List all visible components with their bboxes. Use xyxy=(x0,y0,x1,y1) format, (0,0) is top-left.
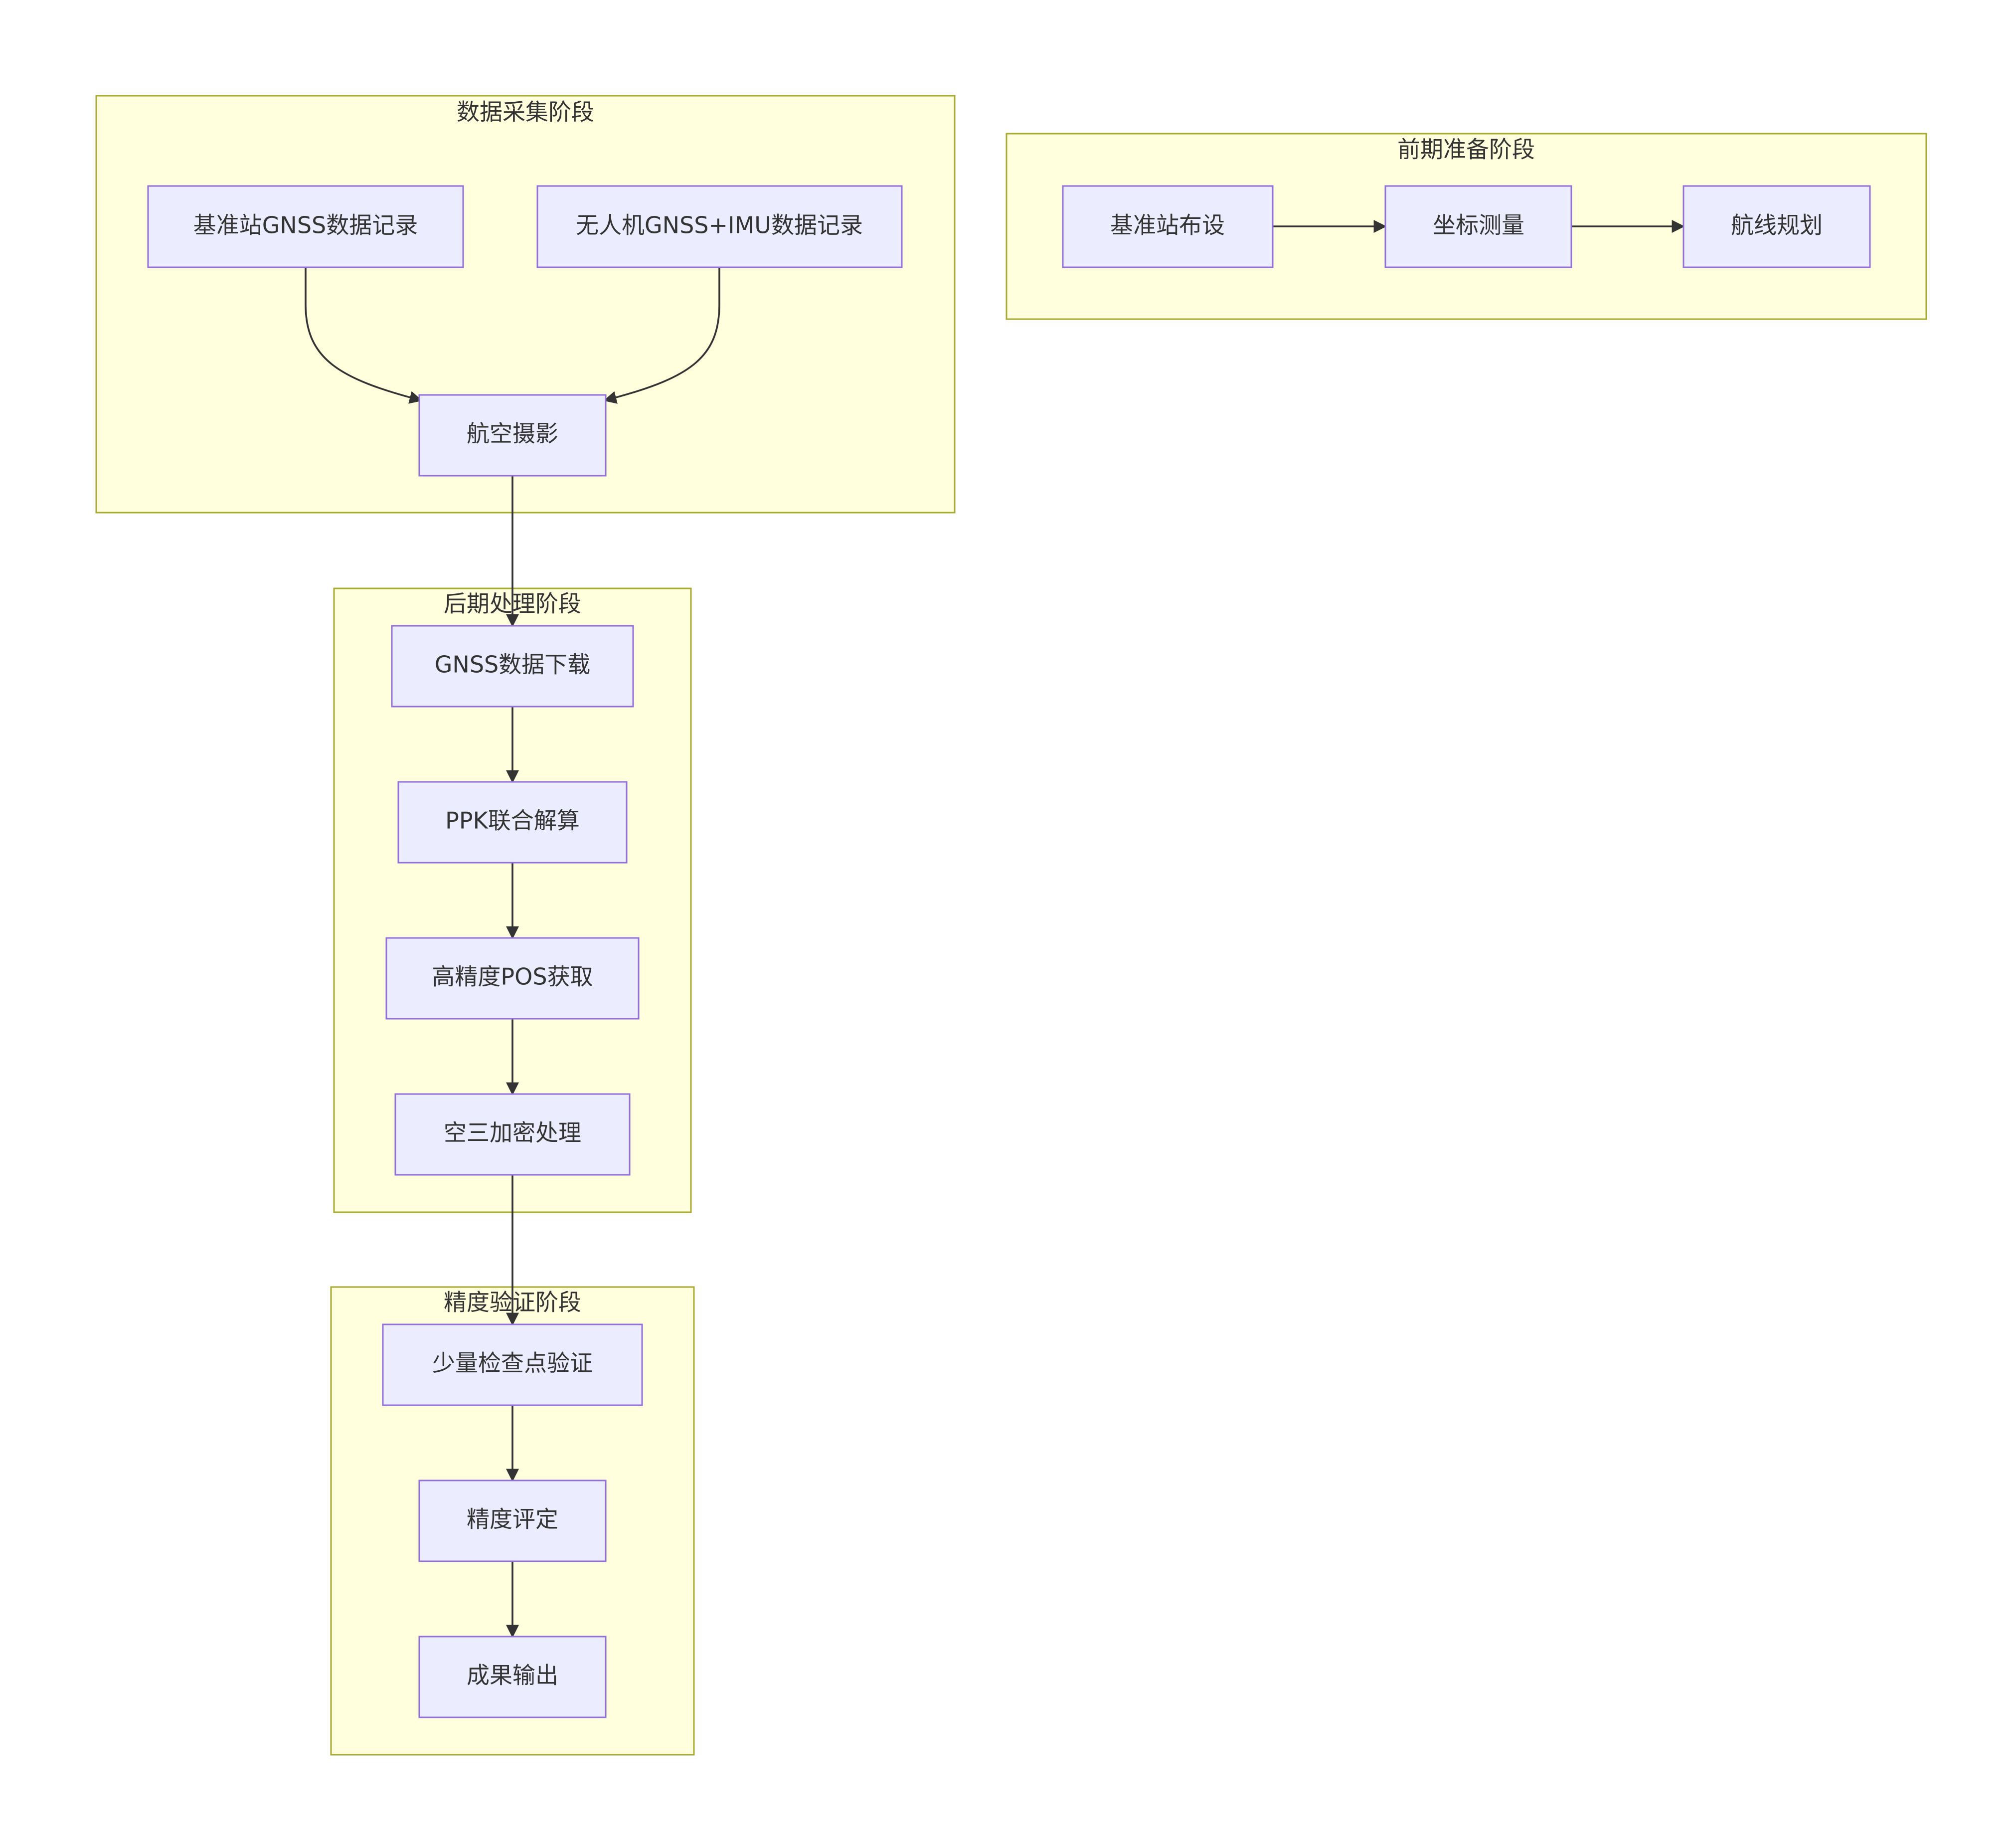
cluster-data-collection-title: 数据采集阶段 xyxy=(457,99,594,126)
node-high-precision-pos[interactable]: 高精度POS获取 xyxy=(385,937,640,1020)
node-aerial-triangulation[interactable]: 空三加密处理 xyxy=(394,1093,631,1176)
node-coordinate-survey-label: 坐标测量 xyxy=(1433,212,1524,239)
node-aerial-photography[interactable]: 航空摄影 xyxy=(418,394,607,477)
node-base-station-setup[interactable]: 基准站布设 xyxy=(1062,185,1274,268)
edge-uav-gnss-to-aerial xyxy=(603,267,720,404)
node-checkpoint-verification[interactable]: 少量检查点验证 xyxy=(382,1323,643,1406)
node-result-output-label: 成果输出 xyxy=(467,1662,558,1689)
node-base-station-gnss-record-label: 基准站GNSS数据记录 xyxy=(193,212,418,239)
node-coordinate-survey[interactable]: 坐标测量 xyxy=(1384,185,1572,268)
node-checkpoint-verification-label: 少量检查点验证 xyxy=(432,1350,593,1377)
node-ppk-solution-label: PPK联合解算 xyxy=(445,807,580,834)
node-route-planning[interactable]: 航线规划 xyxy=(1682,185,1871,268)
node-route-planning-label: 航线规划 xyxy=(1731,212,1823,239)
node-base-station-setup-label: 基准站布设 xyxy=(1110,212,1225,239)
cluster-preparation-title: 前期准备阶段 xyxy=(1397,136,1535,163)
node-high-precision-pos-label: 高精度POS获取 xyxy=(432,963,593,990)
node-base-station-gnss-record[interactable]: 基准站GNSS数据记录 xyxy=(147,185,464,268)
node-gnss-data-download-label: GNSS数据下载 xyxy=(435,651,590,678)
node-result-output[interactable]: 成果输出 xyxy=(418,1636,607,1718)
node-uav-gnss-imu-record[interactable]: 无人机GNSS+IMU数据记录 xyxy=(536,185,903,268)
edges xyxy=(305,220,1685,1638)
node-aerial-triangulation-label: 空三加密处理 xyxy=(444,1119,581,1146)
node-ppk-solution[interactable]: PPK联合解算 xyxy=(397,781,628,864)
node-accuracy-evaluation[interactable]: 精度评定 xyxy=(418,1479,607,1562)
node-aerial-photography-label: 航空摄影 xyxy=(467,420,558,447)
edge-base-gnss-to-aerial xyxy=(305,267,423,404)
node-uav-gnss-imu-record-label: 无人机GNSS+IMU数据记录 xyxy=(576,212,863,239)
node-gnss-data-download[interactable]: GNSS数据下载 xyxy=(391,625,634,708)
node-accuracy-evaluation-label: 精度评定 xyxy=(467,1506,558,1533)
